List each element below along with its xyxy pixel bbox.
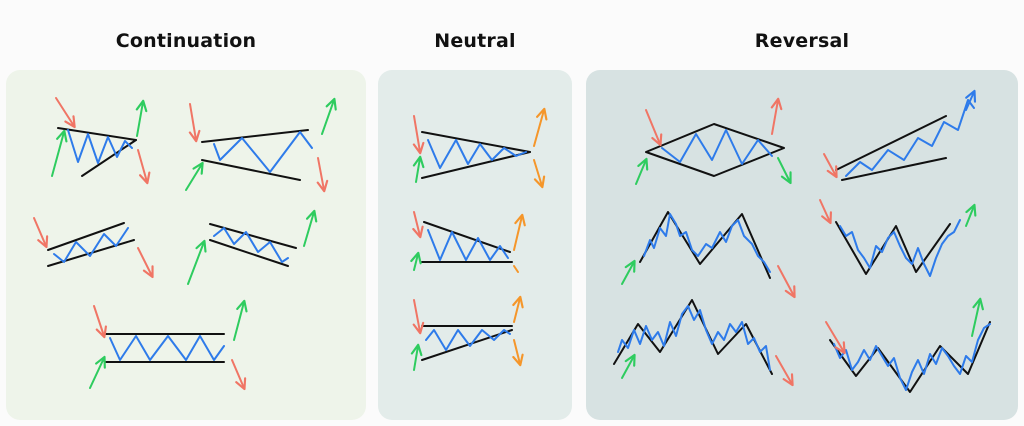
reversal-rising-wedge [823,89,977,181]
reversal-title: Reversal [754,30,850,52]
continuation-bearish-flag [187,209,318,285]
continuation-rising-channel [185,97,337,193]
neutral-ascending-triangle [410,295,524,371]
reversal-panel [586,70,1018,420]
neutral-descending-triangle [410,211,526,273]
continuation-symmetrical-triangle [51,97,151,185]
reversal-diamond [635,97,792,185]
reversal-double-top [621,211,796,299]
neutral-title: Neutral [434,30,516,52]
reversal-head-and-shoulders [613,299,794,387]
reversal-inverse-head-and-shoulders [825,297,991,393]
neutral-symmetrical-triangle [412,107,548,189]
reversal-double-bottom [819,199,977,277]
continuation-rectangle [89,299,248,391]
continuation-title: Continuation [115,30,257,52]
continuation-bullish-flag [33,217,154,279]
